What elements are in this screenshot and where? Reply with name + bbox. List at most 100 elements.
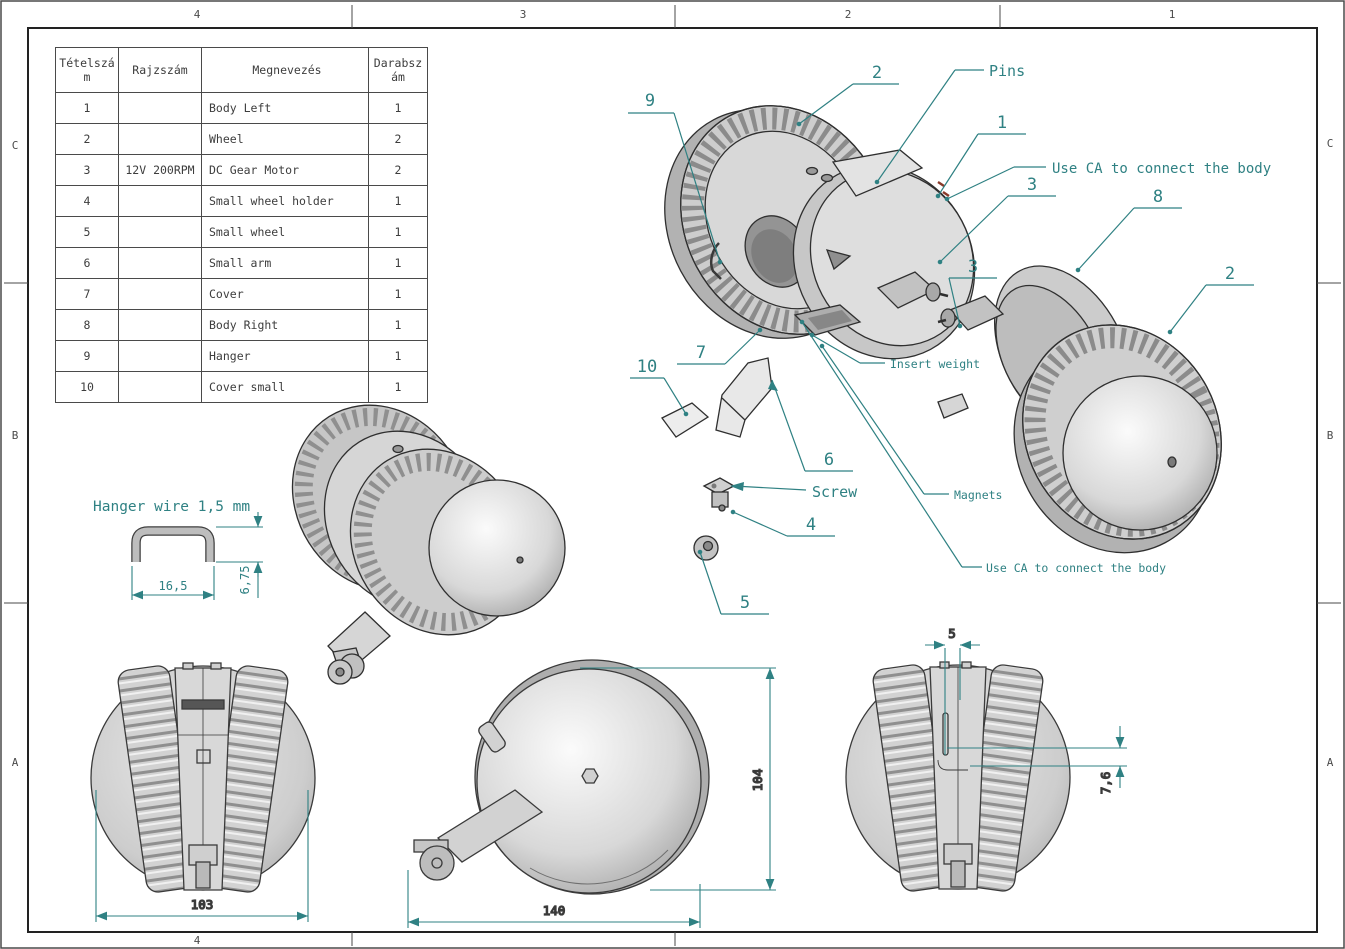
bom-cell: 10 <box>55 371 119 403</box>
callout-cover: 7 <box>696 343 706 363</box>
bom-cell: Wheel <box>201 123 369 155</box>
leader-wheel-right <box>1167 284 1254 335</box>
hanger-width-dim: 16,5 <box>159 579 188 593</box>
iso-dome <box>428 479 566 617</box>
callout-hanger: 9 <box>645 91 655 111</box>
leader-wheel-left <box>796 83 899 127</box>
bom-cell: 1 <box>368 247 428 279</box>
wheel-holder-part <box>702 477 736 512</box>
rear-slot-dim: 5 <box>948 626 956 641</box>
zone-right-b: B <box>1327 429 1334 442</box>
callout-wheel-left: 2 <box>872 63 882 83</box>
exploded-view <box>661 105 1222 561</box>
bom-cell: 2 <box>55 123 119 155</box>
callout-motor-b: 3 <box>968 257 978 277</box>
bom-cell: 4 <box>55 185 119 217</box>
small-wheel-part <box>693 535 719 561</box>
bom-cell: 9 <box>55 340 119 372</box>
pin-1 <box>805 166 819 176</box>
leader-hanger <box>628 112 723 265</box>
front-label-stripe <box>181 699 225 710</box>
dome-cover <box>1062 375 1218 531</box>
callout-body-left: 1 <box>997 113 1007 133</box>
leader-pins <box>874 69 984 185</box>
bom-cell: 8 <box>55 309 119 341</box>
side-height-dim: 104 <box>750 769 765 792</box>
zone-left-b: B <box>12 429 19 442</box>
hanger-wire-part <box>710 242 722 280</box>
front-small-wheel <box>195 861 211 889</box>
callout-holder: 4 <box>806 515 816 535</box>
bom-cell: DC Gear Motor <box>201 154 369 186</box>
bom-header-name: Megnevezés <box>201 47 369 93</box>
bom-cell: Body Right <box>201 309 369 341</box>
bom-cell <box>118 92 202 124</box>
zone-top-4: 4 <box>194 8 201 21</box>
motor-b-body <box>948 295 1005 331</box>
leader-cover-small <box>630 377 689 417</box>
bom-cell <box>118 247 202 279</box>
bom-header-item: Tételszám <box>55 47 119 93</box>
bom-cell: 5 <box>55 216 119 248</box>
bom-cell: Small arm <box>201 247 369 279</box>
side-view: 140 104 <box>407 659 776 928</box>
leader-use-ca-bottom <box>799 319 982 568</box>
pin-2 <box>820 173 834 183</box>
bom-cell <box>118 123 202 155</box>
bom-header-qty: Darabszám <box>368 47 428 93</box>
callout-small-arm: 6 <box>824 450 834 470</box>
bom-cell: 2 <box>368 154 428 186</box>
triangle-hole <box>825 249 852 271</box>
bom-cell: Hanger <box>201 340 369 372</box>
bom-cell: 1 <box>368 340 428 372</box>
zone-left-c: C <box>12 139 19 152</box>
bom-cell: 1 <box>368 278 428 310</box>
rear-view: 5 7,6 <box>845 625 1127 892</box>
callout-cover-small: 10 <box>637 357 657 377</box>
callout-wheel-right: 2 <box>1225 264 1235 284</box>
body-right-tab-bottom <box>937 393 969 419</box>
small-arm-part <box>715 357 773 438</box>
zone-labels: 4 3 2 1 4 C B A C B A <box>12 8 1334 947</box>
bom-cell: 1 <box>368 216 428 248</box>
leader-magnets <box>819 343 949 495</box>
hanger-height-dim: 6,75 <box>238 566 252 595</box>
bom-cell: 1 <box>368 92 428 124</box>
callout-pins: Pins <box>989 62 1025 80</box>
front-view: 103 <box>90 662 316 922</box>
callout-use-ca-top: Use CA to connect the body <box>1052 161 1271 177</box>
bom-header-row: Tételszám Rajzszám Megnevezés Darabszám <box>55 47 428 93</box>
exploded-right-wheel <box>1013 324 1222 554</box>
zone-top-3: 3 <box>520 8 527 21</box>
callout-body-right: 8 <box>1153 187 1163 207</box>
front-width-dim: 103 <box>191 897 214 912</box>
leader-small-arm <box>768 379 853 472</box>
bom-cell <box>118 309 202 341</box>
bom-cell: Cover small <box>201 371 369 403</box>
zone-bottom-4: 4 <box>194 934 201 947</box>
leader-small-wheel <box>697 549 769 615</box>
callout-motor-a: 3 <box>1027 175 1037 195</box>
leader-cover <box>677 327 763 365</box>
callout-insert-weight: Insert weight <box>890 357 980 371</box>
bom-cell: 3 <box>55 154 119 186</box>
leader-body-right <box>1075 207 1182 273</box>
bom-cell <box>118 340 202 372</box>
bom-cell: 1 <box>55 92 119 124</box>
cover-small-part <box>661 402 710 438</box>
zone-left-a: A <box>12 756 19 769</box>
bom-cell <box>118 278 202 310</box>
side-hex-bolt <box>581 768 599 784</box>
bom-cell <box>118 185 202 217</box>
leader-holder <box>730 509 835 537</box>
leader-motor-a <box>937 195 1056 265</box>
hanger-wire-detail: Hanger wire 1,5 mm 16,5 6,75 <box>93 499 263 600</box>
